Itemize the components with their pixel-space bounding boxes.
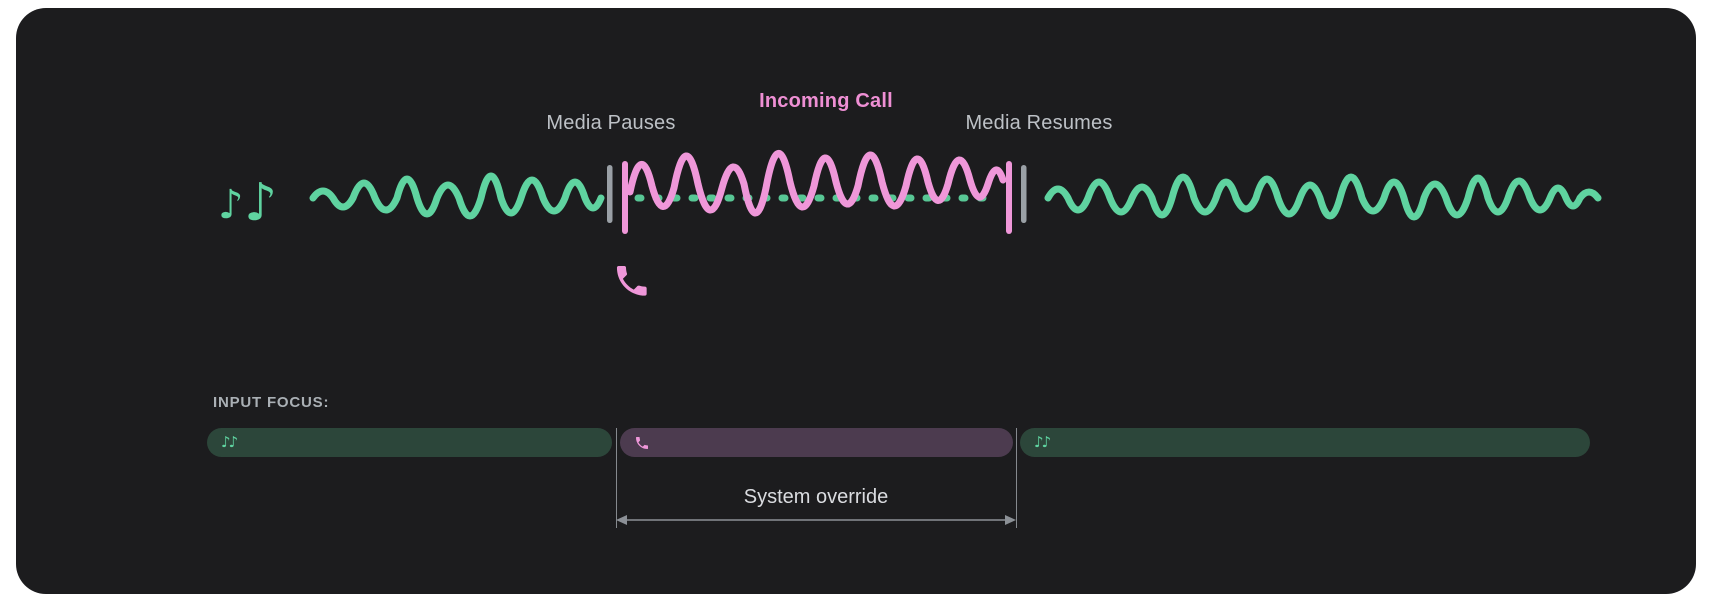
media-resume-marker — [1021, 165, 1027, 223]
audio-focus-diagram-panel: Media Pauses Incoming Call Media Resumes… — [16, 8, 1696, 594]
system-override-label: System override — [743, 486, 889, 508]
incoming-call-label: Incoming Call — [759, 90, 893, 112]
focus-pill-media-after: ♪♪ — [1020, 428, 1590, 457]
audio-timeline-waveform: ♪ ♪ — [218, 150, 1602, 296]
music-notes-icon: ♪ — [218, 182, 244, 228]
media-pauses-label: Media Pauses — [546, 112, 676, 134]
music-notes-icon: ♪♪ — [221, 433, 238, 451]
call-start-marker — [622, 161, 628, 234]
media-waveform-before — [309, 172, 605, 220]
phone-icon — [636, 436, 648, 449]
focus-pill-media-before: ♪♪ — [207, 428, 612, 457]
focus-pill-incoming-call — [620, 428, 1013, 457]
override-right-guide — [1016, 428, 1017, 528]
incoming-call-waveform — [626, 150, 1007, 217]
media-waveform-after — [1044, 173, 1602, 221]
input-focus-heading: INPUT FOCUS: — [213, 394, 330, 411]
music-notes-icon: ♪ — [244, 173, 277, 233]
system-override-arrow — [616, 515, 1016, 525]
override-left-guide — [616, 428, 617, 528]
music-notes-icon: ♪♪ — [1034, 433, 1051, 451]
call-end-marker — [1006, 161, 1012, 234]
media-pause-marker — [607, 165, 613, 223]
media-resumes-label: Media Resumes — [965, 112, 1113, 134]
phone-icon — [616, 265, 647, 296]
